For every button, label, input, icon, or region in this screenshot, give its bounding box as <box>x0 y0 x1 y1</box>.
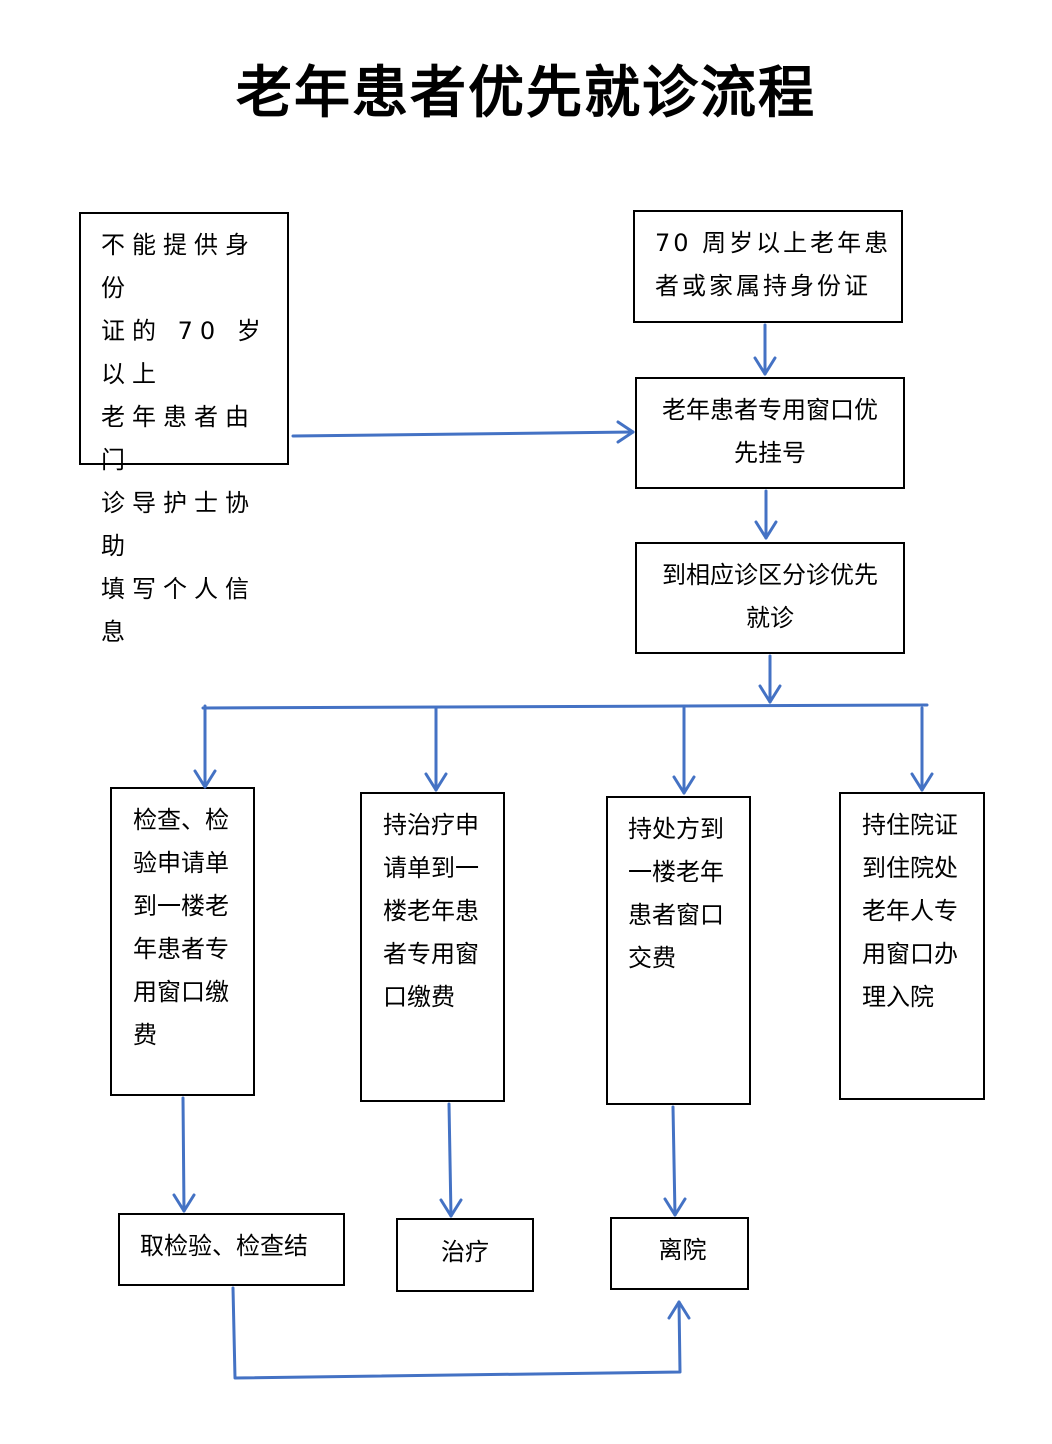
arrowhead-loop <box>667 1300 691 1320</box>
arrowhead-results <box>172 1193 196 1213</box>
register-text: 老年患者专用窗口优 先挂号 <box>662 396 878 467</box>
clinic-box <box>635 542 905 654</box>
arrow-noid-to-register <box>291 430 635 438</box>
arrowhead-treatment <box>439 1198 463 1218</box>
page-title: 老年患者优先就诊流程 <box>236 61 816 126</box>
treat-pay-box <box>360 792 505 1102</box>
admission-text: 持住院证 到住院处 老年人专 用窗口办 理入院 <box>862 811 958 1011</box>
arrowhead-exam <box>193 769 217 789</box>
exam-pay-box <box>110 787 255 1096</box>
arrowhead-noid <box>616 420 635 444</box>
branch-line <box>201 703 929 710</box>
rx-pay-box <box>606 796 751 1105</box>
treatment-text: 治疗 <box>441 1238 489 1266</box>
exam-pay-text: 检查、检 验申请单 到一楼老 年患者专 用窗口缴 费 <box>133 806 229 1049</box>
register-box <box>635 377 905 489</box>
discharge-box <box>610 1217 749 1290</box>
rx-pay-text: 持处方到 一楼老年 患者窗口 交费 <box>628 815 724 972</box>
arrowhead-withid <box>753 356 777 376</box>
get-results-text: 取检验、检查结 <box>140 1232 308 1260</box>
arrow-exam-to-results <box>181 1096 186 1213</box>
arrowhead-register <box>754 520 778 540</box>
arrowhead-admission <box>910 772 934 792</box>
treat-pay-text: 持治疗申 请单到一 楼老年患 者专用窗 口缴费 <box>383 811 479 1011</box>
arrowhead-clinic <box>758 684 782 704</box>
arrow-results-to-discharge <box>231 1286 682 1380</box>
arrowhead-rx <box>672 775 696 795</box>
treatment-box <box>396 1218 534 1292</box>
clinic-text: 到相应诊区分诊优先 就诊 <box>662 561 878 632</box>
discharge-text: 离院 <box>658 1236 707 1264</box>
arrowhead-treat <box>424 772 448 792</box>
arrowhead-discharge <box>663 1197 687 1217</box>
arrow-treat-to-treatment <box>447 1102 453 1218</box>
with-id-box <box>633 210 903 323</box>
arrow-rx-to-discharge <box>671 1105 677 1217</box>
no-id-text: 不能提供身份 证的 70 岁以上 老年患者由门 诊导护士协助 填写个人信息 <box>101 231 268 646</box>
with-id-text: 70 周岁以上老年患 者或家属持身份证 <box>655 229 892 300</box>
admission-box <box>839 792 985 1100</box>
get-results-box <box>118 1213 345 1286</box>
no-id-box <box>79 212 289 465</box>
